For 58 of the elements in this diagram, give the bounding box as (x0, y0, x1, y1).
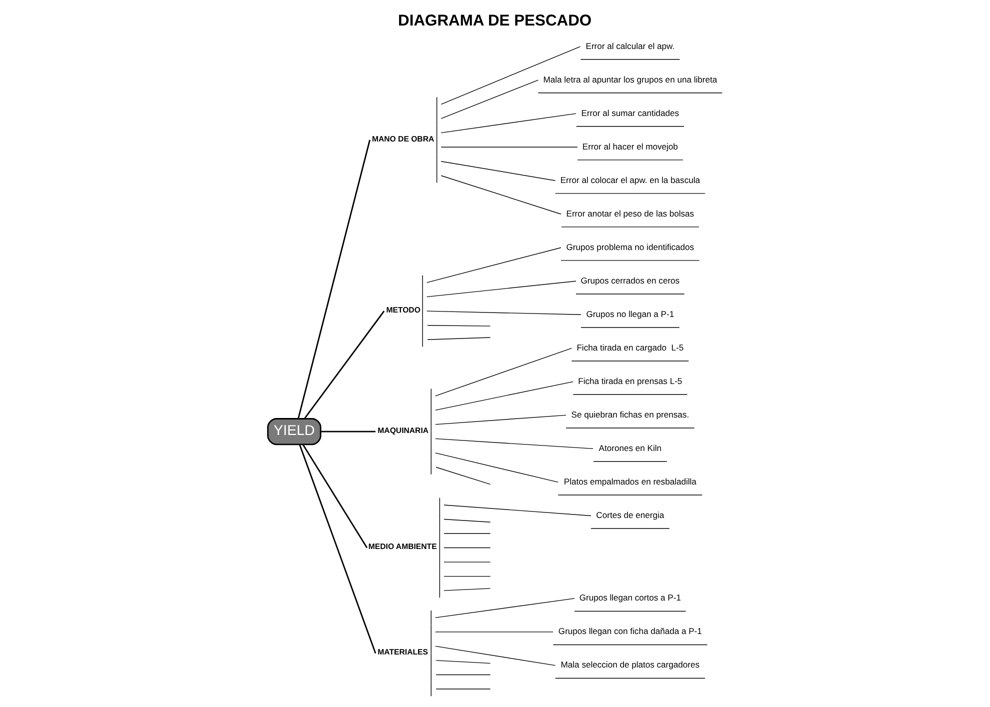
node-text: Cortes de energia (596, 510, 664, 520)
node-text: MATERIALES (378, 648, 428, 657)
connector (320, 430, 376, 432)
connector (436, 466, 491, 485)
connector (427, 337, 491, 340)
connector (435, 414, 566, 425)
connector (444, 547, 491, 548)
connector (426, 310, 582, 315)
connector (304, 310, 385, 420)
connector (436, 660, 491, 664)
connector (298, 140, 370, 419)
node-text: Grupos cerrados en ceros (580, 275, 680, 286)
connector (444, 576, 491, 577)
node-text: Error anotar el peso de las bolsas (566, 208, 694, 218)
node-text: Error al calcular el apw. (586, 40, 675, 51)
node-text: Mala letra al apuntar los grupos en una libreta (543, 74, 718, 84)
node-text: Grupos problema no identificados (566, 242, 694, 252)
node-text: Error al sumar cantidades (581, 108, 680, 118)
node-box: YIELD (267, 418, 322, 446)
connector (440, 160, 556, 181)
node-text: MAQUINARIA (378, 426, 429, 435)
node-text: Ficha tirada en cargado L-5 (576, 342, 684, 352)
connector (426, 247, 562, 283)
connector (435, 646, 556, 666)
connector (440, 80, 539, 119)
node-text: MEDIO AMBIENTE (368, 542, 437, 552)
connector (436, 674, 491, 676)
connector (426, 280, 576, 298)
node-text: Se quiebran fichas en prensas. (571, 409, 690, 420)
connector (444, 504, 592, 516)
connector (444, 588, 491, 591)
connector (440, 146, 578, 148)
connector (435, 381, 574, 411)
connector (444, 518, 491, 522)
connector (435, 598, 575, 618)
connector (427, 324, 491, 326)
connector (435, 452, 559, 483)
node-text: Atorones en Kiln (598, 442, 662, 453)
connector (440, 113, 576, 134)
connector (435, 348, 572, 396)
diagram-title: DIAGRAMA DE PESCADO (398, 12, 592, 30)
node-text: Grupos no llegan a P-1 (586, 308, 674, 319)
connector (436, 688, 491, 690)
node-text: Platos empalmados en resbaladilla (564, 476, 696, 486)
node-text: MANO DE OBRA (372, 134, 434, 144)
connector (435, 438, 594, 450)
node-text: Grupos llegan con ficha dañada a P-1 (558, 626, 702, 636)
node-text: Grupos llegan cortos a P-1 (579, 592, 682, 603)
node-text: Ficha tirada en prensas L-5 (578, 376, 682, 386)
connector (298, 444, 376, 654)
connector (302, 444, 368, 548)
connector (440, 46, 581, 105)
node-text: Error al colocar el apw. en la bascula (560, 174, 700, 185)
node-text: Mala seleccion de platos cargadores (560, 660, 700, 670)
node-text: Error al hacer el movejob (582, 141, 678, 152)
connector (440, 175, 562, 214)
connector (444, 533, 491, 534)
node-text: METODO (386, 305, 420, 314)
